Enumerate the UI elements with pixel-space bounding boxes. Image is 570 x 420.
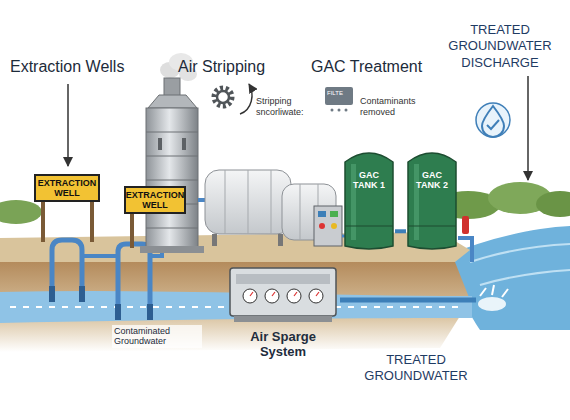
illustration-part: [236, 274, 330, 284]
icon-note: Stripping sncorliwate:: [238, 96, 316, 118]
illustration-part: [230, 268, 336, 316]
illustration-part: [345, 109, 348, 112]
illustration-part: [536, 191, 570, 217]
illustration-part: [318, 211, 326, 217]
illustration-part: [90, 200, 94, 242]
illustration-part: [338, 109, 341, 112]
illustration-part: [146, 108, 198, 248]
illustration-part: [118, 244, 150, 318]
illustration-part: [158, 138, 162, 150]
flow-label: TREATED GROUNDWATER: [350, 352, 482, 383]
outlet-heading: TREATED GROUNDWATER DISCHARGE: [438, 22, 562, 71]
icon-note: Contaminants removed: [360, 96, 436, 118]
illustration-part: [130, 212, 134, 248]
illustration-part: [319, 223, 325, 229]
tank-label: GAC TANK 2: [406, 170, 458, 191]
section-heading: GAC Treatment: [311, 58, 422, 76]
illustration-part: [79, 286, 85, 302]
icon-text: FILTE: [327, 90, 343, 97]
illustration-part: [0, 232, 470, 266]
illustration-part: [250, 292, 319, 296]
sign-text: EXTRACTION WELL: [126, 190, 185, 211]
illustration-part: [278, 234, 283, 246]
illustration-part: [476, 103, 510, 137]
illustration-part: [49, 286, 55, 302]
illustration-part: [406, 146, 458, 250]
illustration-part: [480, 285, 508, 297]
illustration-part: [205, 170, 291, 234]
illustration-part: [331, 223, 337, 229]
well-sign: EXTRACTION WELL: [124, 186, 186, 214]
illustration-part: [225, 170, 271, 234]
sign-text: EXTRACTION WELL: [38, 178, 97, 199]
illustration-part: [240, 84, 252, 114]
illustration-part: [408, 153, 456, 249]
gac-tank: GAC TANK 1: [343, 146, 395, 250]
unit-label: Air Sparge System: [226, 330, 340, 360]
illustration-part: [115, 304, 121, 320]
illustration-part: [182, 138, 186, 150]
section-heading: Air Stripping: [178, 58, 265, 76]
illustration-part: [52, 240, 82, 300]
illustration-part: [414, 164, 419, 240]
illustration-part: [67, 84, 69, 166]
illustration-part: [226, 264, 340, 324]
illustration-part: [343, 146, 395, 250]
illustration-part: [331, 109, 334, 112]
illustration-part: [408, 226, 456, 227]
illustration-part: [147, 304, 153, 320]
tank-label: GAC TANK 1: [343, 170, 395, 191]
illustration-part: [462, 216, 469, 234]
illustration-part: [480, 270, 570, 285]
section-heading: Extraction Wells: [10, 58, 124, 76]
illustration-part: [314, 206, 342, 246]
illustration-part: [212, 234, 217, 246]
illustration-part: [458, 238, 472, 262]
illustration-part: [527, 76, 529, 180]
illustration-part: [478, 297, 506, 311]
illustration-part: [217, 91, 229, 103]
illustration-part: [325, 87, 353, 105]
pipe-connector: [395, 229, 406, 233]
illustration-part: [0, 200, 42, 224]
illustration-part: [330, 211, 338, 217]
illustration-part: [41, 200, 45, 242]
illustration-part: [487, 120, 499, 129]
illustration-part: [214, 88, 232, 106]
illustration-part: [482, 106, 504, 137]
illustration-part: [340, 298, 476, 303]
illustration-part: [148, 95, 197, 108]
illustration-part: [470, 244, 570, 262]
flow-label: Contaminated Groundwater: [112, 325, 202, 348]
air-sparge-unit: Air Sparge System: [226, 264, 340, 368]
illustration-part: [234, 316, 332, 322]
gac-tank: GAC TANK 2: [406, 146, 458, 250]
illustration-part: [140, 246, 204, 253]
well-sign: EXTRACTION WELL: [34, 174, 100, 202]
illustration-part: [345, 226, 393, 227]
illustration-part: [351, 164, 356, 240]
illustration-part: [345, 153, 393, 249]
